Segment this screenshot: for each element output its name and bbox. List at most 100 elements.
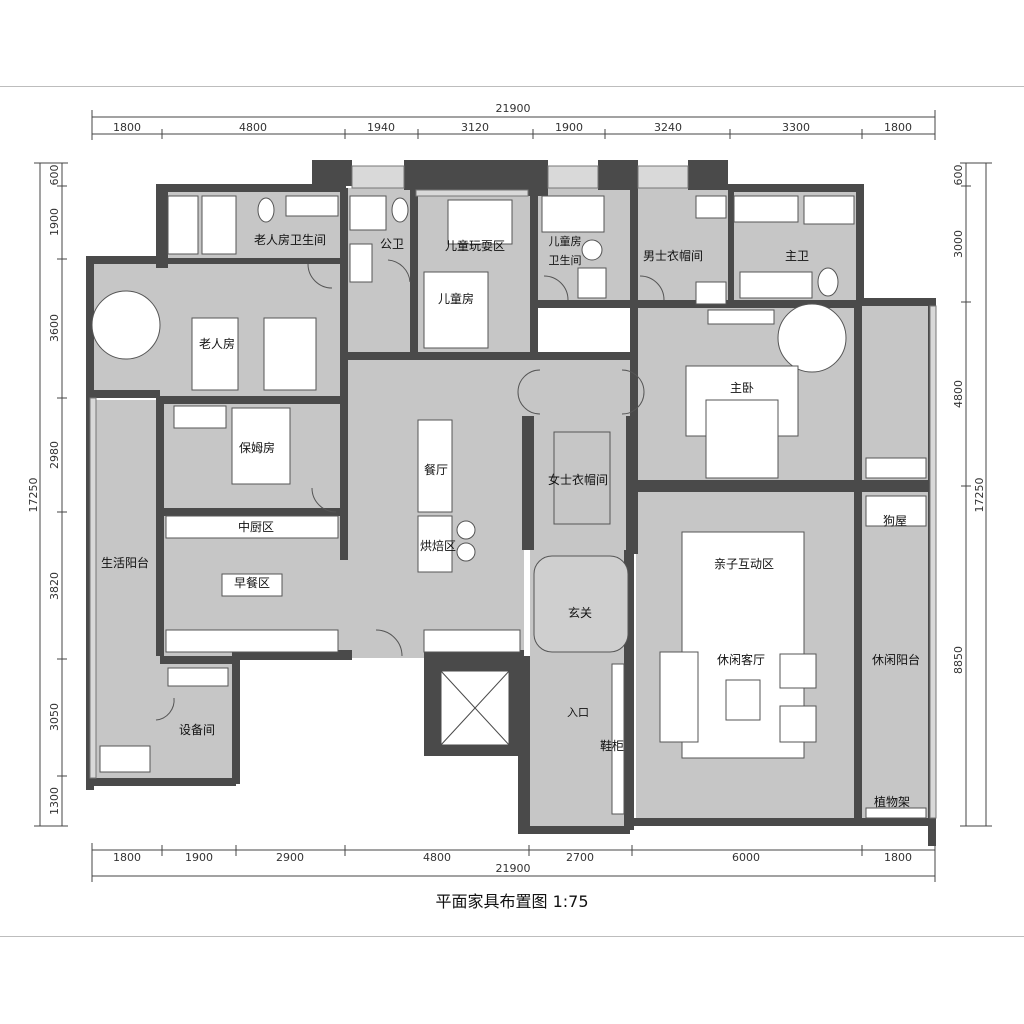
left-dimension: 3820 <box>48 572 61 600</box>
room-label-living-balcony: 生活阳台 <box>101 555 149 570</box>
desk <box>173 405 227 429</box>
wardrobe <box>695 281 727 305</box>
bed <box>191 317 239 391</box>
closet-island <box>553 431 611 525</box>
top-dimension: 3300 <box>782 121 810 134</box>
plant-shelf <box>865 807 927 819</box>
bar-stool <box>456 542 476 562</box>
left-dimension: 3600 <box>48 314 61 342</box>
wardrobe <box>695 195 727 219</box>
room-label-plant-shelf: 植物架 <box>874 794 910 809</box>
room-label-leisure-balcony: 休闲阳台 <box>872 652 920 667</box>
room-label-women-closet: 女士衣帽间 <box>548 472 608 487</box>
right-dimension: 600 <box>952 165 965 186</box>
top-dimension: 3240 <box>654 121 682 134</box>
room-label-elder-room: 老人房 <box>199 336 235 351</box>
bed <box>263 317 317 391</box>
room-label-dining: 餐厅 <box>424 462 448 477</box>
shower-tray <box>803 195 855 225</box>
room-label-entry: 入口 <box>567 706 589 719</box>
shower-tray <box>201 195 237 255</box>
bottom-border-line <box>0 936 1024 937</box>
room-label-breakfast: 早餐区 <box>234 575 270 590</box>
top-dimension: 1800 <box>884 121 912 134</box>
room-label-lounge: 休闲客厅 <box>717 652 765 667</box>
room-label-kids-bath-line1: 儿童房 <box>549 234 582 248</box>
armchair <box>779 653 817 689</box>
play-table <box>447 199 513 245</box>
room-label-men-closet: 男士衣帽间 <box>643 248 703 263</box>
breakfast-table <box>221 573 283 597</box>
room-label-family-area: 亲子互动区 <box>714 557 774 571</box>
shoe-cabinet <box>611 663 625 815</box>
right-dimension: 4800 <box>952 380 965 408</box>
top-border-line <box>0 86 1024 87</box>
top-dimension: 1800 <box>113 121 141 134</box>
room-label-master-bed: 主卧 <box>730 381 754 395</box>
room-label-kids-room: 儿童房 <box>438 291 474 306</box>
toilet <box>581 239 603 261</box>
room-label-foyer: 玄关 <box>568 605 592 620</box>
sofa <box>659 651 699 743</box>
dog-house <box>865 495 927 527</box>
lounge-chair <box>777 303 847 373</box>
kitchen-counter <box>165 629 339 653</box>
basin-counter <box>349 243 373 283</box>
foyer-floor <box>533 555 629 653</box>
room-label-master-bath: 主卫 <box>785 249 809 263</box>
top-total-dimension: 21900 <box>496 102 531 115</box>
top-dimension: 1900 <box>555 121 583 134</box>
armchair <box>779 705 817 743</box>
room-label-nanny-room: 保姆房 <box>239 440 275 455</box>
kitchen-counter <box>423 629 521 653</box>
coffee-table <box>725 679 761 721</box>
bottom-dimension: 6000 <box>732 851 760 864</box>
nanny-bed <box>231 407 291 485</box>
left-total-dimension: 17250 <box>27 478 40 513</box>
room-label-middle-kitchen: 中厨区 <box>238 519 274 534</box>
master-bed <box>705 399 779 479</box>
basin-counter <box>577 267 607 299</box>
drawing-title: 平面家具布置图 1:75 <box>435 892 589 911</box>
kitchen-counter <box>165 515 339 539</box>
bench <box>707 309 775 325</box>
kids-bed <box>423 271 489 349</box>
room-label-equipment: 设备间 <box>179 723 215 737</box>
bathtub <box>733 195 799 223</box>
right-dimension-chain <box>960 162 992 827</box>
right-total-dimension: 17250 <box>973 478 986 513</box>
bar-stool <box>456 520 476 540</box>
left-dimension: 1900 <box>48 208 61 236</box>
toilet <box>257 197 275 223</box>
dog-house <box>865 457 927 479</box>
bottom-dimension: 2900 <box>276 851 304 864</box>
left-dimension: 3050 <box>48 703 61 731</box>
toilet <box>391 197 409 223</box>
bottom-dimension-chain <box>91 843 936 882</box>
baking-island <box>417 515 453 573</box>
doors <box>155 259 665 721</box>
top-dimension: 1940 <box>367 121 395 134</box>
equipment-unit <box>167 667 229 687</box>
bathtub <box>167 195 199 255</box>
right-dimension: 8850 <box>952 646 965 674</box>
left-dimension-chain <box>34 162 68 827</box>
dining-table <box>417 419 453 513</box>
top-dimension: 4800 <box>239 121 267 134</box>
windows <box>89 165 937 819</box>
vanity <box>285 195 339 217</box>
corner-shower <box>349 195 387 231</box>
left-dimension: 600 <box>48 165 61 186</box>
furniture <box>91 195 927 819</box>
room-label-kids-play: 儿童玩耍区 <box>445 238 505 253</box>
bottom-dimension: 1900 <box>185 851 213 864</box>
room-label-baking: 烘焙区 <box>420 538 456 553</box>
washer <box>99 745 151 773</box>
lounge-chair <box>91 290 161 360</box>
left-dimension: 2980 <box>48 441 61 469</box>
room-label-elder-bath: 老人房卫生间 <box>254 232 326 247</box>
elevator-shaft <box>438 668 512 748</box>
top-dimension: 3120 <box>461 121 489 134</box>
room-label-dog-house: 狗屋 <box>883 514 907 528</box>
